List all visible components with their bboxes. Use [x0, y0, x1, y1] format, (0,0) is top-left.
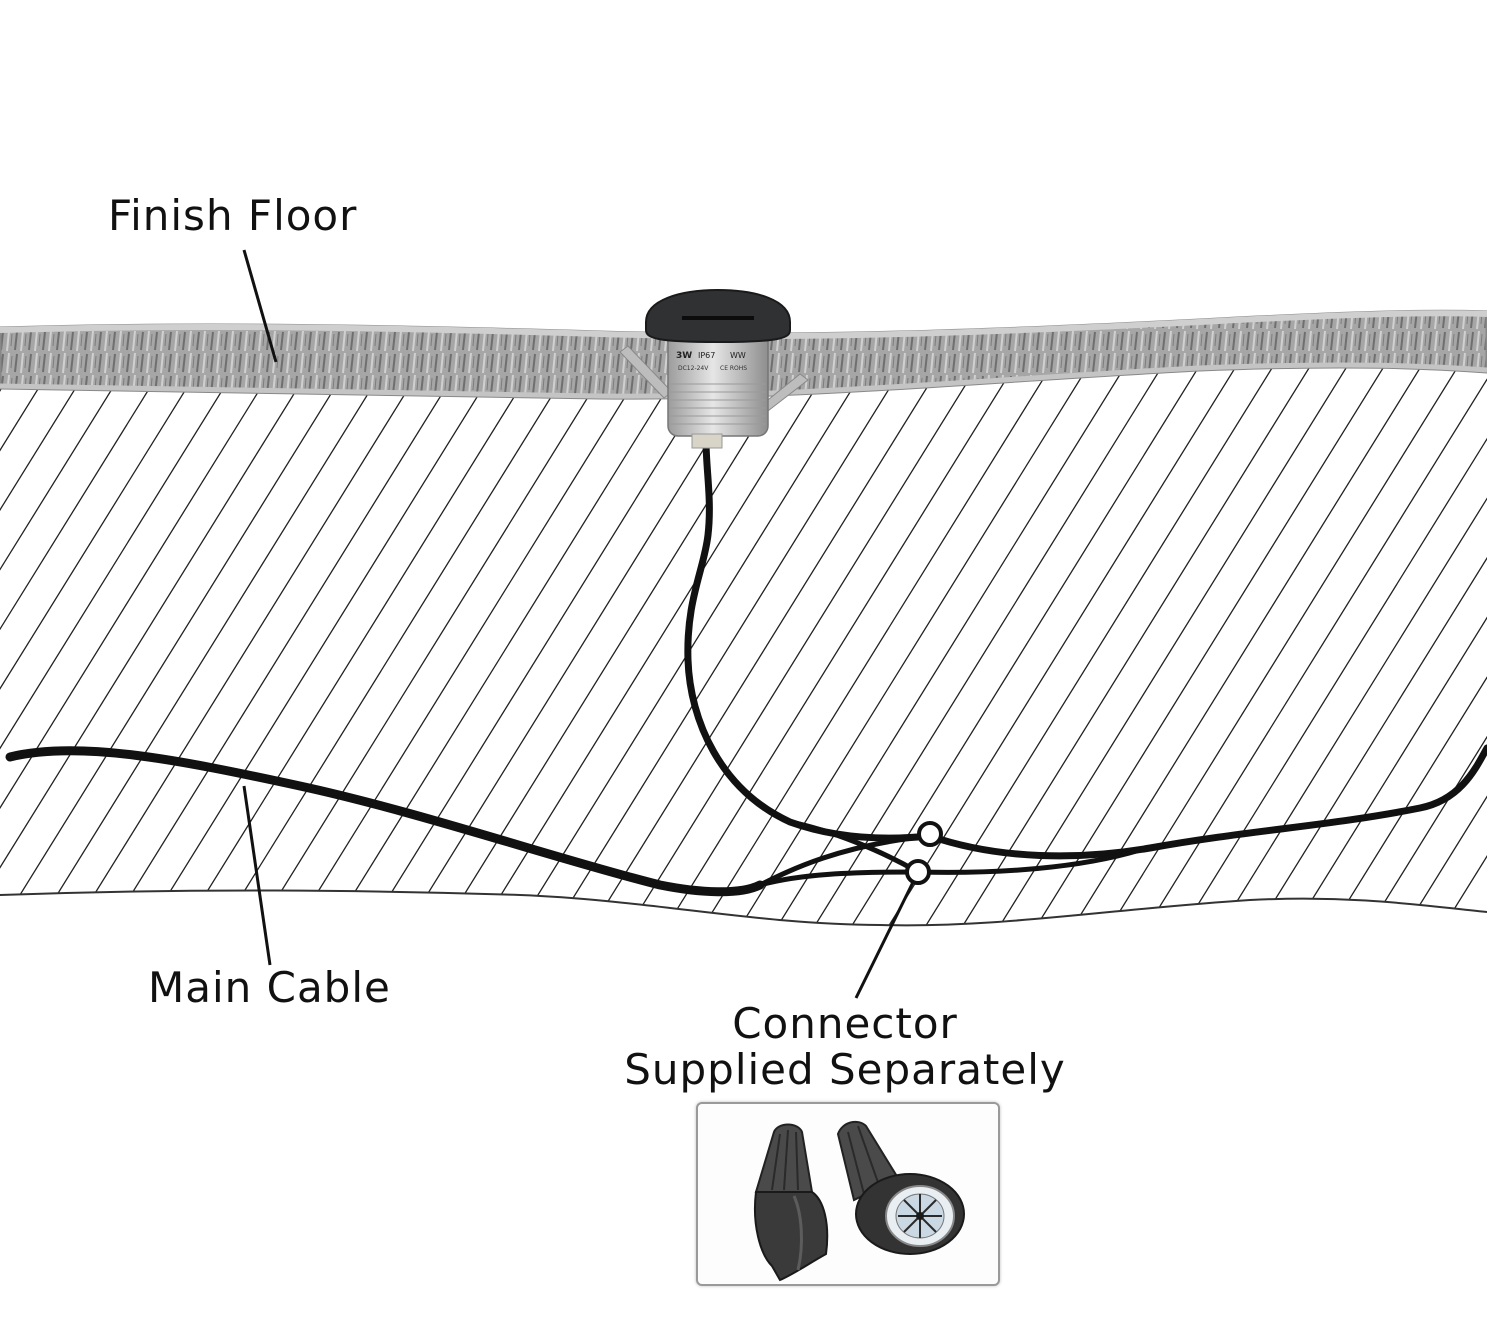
wire-connector-upright — [754, 1123, 829, 1282]
finish-floor-leader — [242, 249, 278, 363]
connector-node-lower — [905, 859, 931, 885]
fixture-marking-wattage: 3W — [676, 351, 692, 361]
fixture-marking-ip: IP67 — [698, 351, 715, 360]
hatch-line — [324, 366, 686, 926]
hatch-line — [916, 366, 1278, 926]
hatch-line — [1471, 366, 1487, 926]
hatch-line — [65, 366, 427, 926]
hatch-line — [0, 366, 168, 926]
hatch-line — [620, 366, 982, 926]
hatch-line — [1212, 366, 1487, 926]
hatch-line — [583, 366, 945, 926]
wire-connector-tilted — [836, 1120, 965, 1255]
hatch-line — [1249, 366, 1487, 926]
hatch-line — [1360, 366, 1487, 926]
connector-label: Connector Supplied Separately — [600, 1003, 1090, 1095]
main-cable — [5, 746, 765, 897]
hatch-line — [102, 366, 464, 926]
hatch-line — [1286, 366, 1487, 926]
hatch-line — [1397, 366, 1487, 926]
connector-label-line1: Connector — [732, 999, 958, 1048]
fixture-marking-certs: CE ROHS — [720, 365, 747, 372]
hatch-line — [0, 366, 316, 926]
hatch-line — [694, 366, 1056, 926]
fixture-marking-voltage: DC12-24V — [678, 365, 709, 372]
main-cable-label: Main Cable — [148, 963, 391, 1012]
wire-connector-illustration — [754, 1120, 965, 1282]
hatch-line — [953, 366, 1315, 926]
hatch-line — [1175, 366, 1487, 926]
hatch-line — [472, 366, 834, 926]
connector-photo-inset — [696, 1102, 1000, 1286]
hatch-line — [0, 366, 205, 926]
main-cable-right — [926, 744, 1487, 860]
fixture-lead-wire-2 — [787, 819, 921, 875]
hatch-line — [990, 366, 1352, 926]
hatch-line — [287, 366, 649, 926]
hatch-line — [213, 366, 575, 926]
hatch-line — [0, 366, 131, 926]
hatch-line — [361, 366, 723, 926]
hatch-line — [879, 366, 1241, 926]
finish-floor-label: Finish Floor — [108, 191, 358, 240]
hatch-line — [657, 366, 1019, 926]
hatch-line — [731, 366, 1093, 926]
main-cable-leader — [242, 785, 272, 966]
hatch-line — [0, 366, 353, 926]
hatch-line — [28, 366, 390, 926]
hatch-line — [0, 366, 94, 926]
connector-node-upper — [917, 821, 943, 847]
hatch-line — [546, 366, 908, 926]
hatch-line — [398, 366, 760, 926]
connector-leader — [854, 871, 920, 999]
hatch-line — [1101, 366, 1463, 926]
hatch-line — [250, 366, 612, 926]
connector-label-line2: Supplied Separately — [624, 1045, 1066, 1094]
hatch-line — [1064, 366, 1426, 926]
led-step-light-fixture: 3W IP67 WW DC12-24V CE ROHS — [619, 288, 809, 449]
hatch-line — [176, 366, 538, 926]
fixture-marking-color: WW — [730, 351, 746, 360]
hatch-line — [0, 366, 242, 926]
hatch-line — [1434, 366, 1487, 926]
hatch-line — [805, 366, 1167, 926]
hatch-line — [842, 366, 1204, 926]
hatch-line — [0, 366, 279, 926]
substrate-bottom-edge — [0, 889, 1487, 927]
hatch-line — [1323, 366, 1487, 926]
hatch-line — [435, 366, 797, 926]
main-cable-right-2 — [915, 847, 1143, 875]
main-cable-left-branch-2 — [757, 869, 921, 888]
hatch-line — [139, 366, 501, 926]
substrate-hatching — [0, 366, 1487, 926]
hatch-line — [768, 366, 1130, 926]
hatch-line — [1138, 366, 1487, 926]
hatch-line — [1027, 366, 1389, 926]
cables — [5, 436, 1487, 897]
